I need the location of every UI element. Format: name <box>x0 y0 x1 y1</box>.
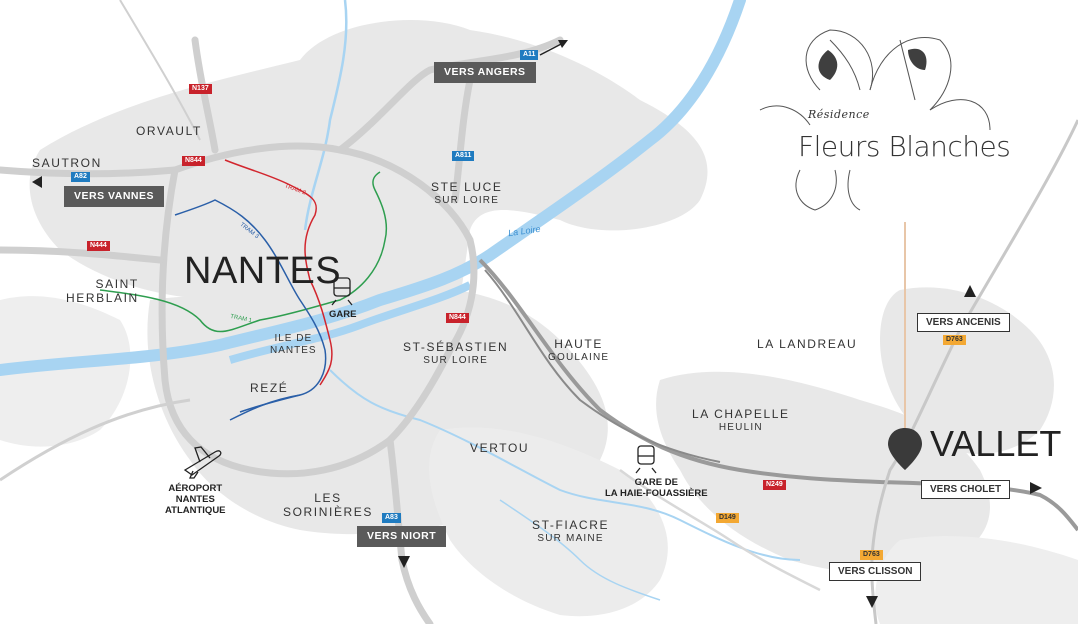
poi-gare-haie-fouassiere-line2: LA HAIE-FOUASSIÈRE <box>605 488 708 499</box>
flower-petal-fill <box>818 48 927 80</box>
town-saint-herblain-line2: HERBLAIN <box>66 291 139 305</box>
town-orvault: ORVAULT <box>136 124 202 138</box>
arrow-vannes-head <box>32 176 42 188</box>
road-d149 <box>619 468 821 592</box>
railway <box>484 269 721 463</box>
arrow-ancenis-head <box>964 285 976 297</box>
river-erdre <box>303 0 348 231</box>
area-ile-de-nantes-line1: ILE DE <box>274 333 313 344</box>
direction-vers-niort: VERS NIORT <box>357 526 447 547</box>
road-badge-d763-south: D763 <box>860 550 883 560</box>
train-icon-gare <box>331 277 353 306</box>
arrow-clisson-head <box>866 596 878 608</box>
town-les-sorinieres-line2: SORINIÈRES <box>283 505 374 519</box>
area-ile-de-nantes: ILE DE NANTES <box>270 333 317 357</box>
arrow-niort-head <box>398 556 410 568</box>
town-ste-luce: STE LUCE SUR LOIRE <box>431 180 502 208</box>
river-loire <box>0 0 746 376</box>
arrow-cholet-head <box>1030 482 1042 494</box>
vallet-pin <box>888 428 922 470</box>
land-area-west <box>0 296 131 447</box>
road-n249 <box>478 258 1078 532</box>
town-ste-luce-name: STE LUCE <box>431 180 503 194</box>
area-ile-de-nantes-line2: NANTES <box>270 345 317 356</box>
town-st-sebastien: ST-SÉBASTIEN SUR LOIRE <box>403 340 508 368</box>
town-saint-herblain-line1: SAINT <box>95 277 139 291</box>
river-maine <box>499 499 661 601</box>
road-badge-n249: N249 <box>763 480 786 490</box>
town-saint-herblain: SAINT HERBLAIN <box>66 277 139 305</box>
road-badge-n137: N137 <box>189 84 212 94</box>
river-sevre <box>329 369 801 561</box>
town-vertou: VERTOU <box>470 441 530 455</box>
town-la-chapelle-sub: HEULIN <box>718 422 763 433</box>
flower-illustration <box>759 29 991 211</box>
land-area-east <box>656 371 990 574</box>
town-haute-goulaine: HAUTE GOULAINE <box>548 337 609 365</box>
airplane-icon <box>183 446 222 479</box>
road-badge-n844-south: N844 <box>446 313 469 323</box>
direction-vers-vannes: VERS VANNES <box>64 186 164 207</box>
town-la-landreau: LA LANDREAU <box>757 337 858 351</box>
tram-line-3-south <box>239 394 301 413</box>
direction-vers-ancenis: VERS ANCENIS <box>917 313 1010 332</box>
town-st-sebastien-sub: SUR LOIRE <box>423 355 488 366</box>
town-st-fiacre-sub: SUR MAINE <box>537 533 604 544</box>
city-vallet: VALLET <box>930 423 1062 464</box>
road-badge-n444: N444 <box>87 241 110 251</box>
direction-vers-cholet: VERS CHOLET <box>921 480 1011 499</box>
poi-airport-line2: NANTES <box>175 494 215 505</box>
poi-airport-line1: AÉROPORT <box>168 483 223 494</box>
tram-line-2 <box>224 159 333 386</box>
town-les-sorinieres: LES SORINIÈRES <box>283 491 373 519</box>
city-nantes: NANTES <box>184 250 342 292</box>
town-st-sebastien-name: ST-SÉBASTIEN <box>403 340 509 354</box>
road-thin-northwest <box>119 0 201 141</box>
road-badge-a11: A11 <box>520 50 539 60</box>
town-st-fiacre-name: ST-FIACRE <box>532 518 610 532</box>
land-area-south <box>429 427 668 617</box>
direction-vers-clisson: VERS CLISSON <box>829 562 922 581</box>
poi-gare: GARE <box>329 309 357 320</box>
road-n444 <box>0 246 164 264</box>
town-ste-luce-sub: SUR LOIRE <box>434 195 500 206</box>
direction-vers-angers: VERS ANGERS <box>434 62 536 83</box>
road-network <box>0 36 564 624</box>
road-thin-west <box>0 398 191 482</box>
town-haute-goulaine-name: HAUTE <box>554 337 603 351</box>
town-sautron: SAUTRON <box>32 156 102 170</box>
road-n137 <box>191 36 219 154</box>
river-loire-south-arm <box>228 281 472 364</box>
poi-airport-line3: ATLANTIQUE <box>165 505 226 516</box>
road-a811 <box>451 76 474 204</box>
town-la-chapelle-heulin: LA CHAPELLE HEULIN <box>692 407 790 435</box>
road-badge-a82: A82 <box>71 172 90 182</box>
town-la-chapelle-name: LA CHAPELLE <box>692 407 790 421</box>
poi-airport: AÉROPORT NANTES ATLANTIQUE <box>165 483 226 516</box>
town-les-sorinieres-line1: LES <box>314 491 342 505</box>
poi-gare-haie-fouassiere: GARE DE LA HAIE-FOUASSIÈRE <box>605 477 708 499</box>
town-haute-goulaine-sub: GOULAINE <box>548 352 610 363</box>
brand-name: Fleurs Blanches <box>798 130 1011 163</box>
road-badge-d149: D149 <box>716 513 739 523</box>
brand-small-text: Résidence <box>808 108 870 121</box>
arrow-angers-head <box>558 40 568 48</box>
land-area-north <box>29 20 708 317</box>
tram-line-1 <box>99 171 387 333</box>
town-st-fiacre: ST-FIACRE SUR MAINE <box>532 518 609 546</box>
town-reze: REZÉ <box>250 381 289 395</box>
train-icon-haie-fouassiere <box>635 445 657 474</box>
poi-gare-haie-fouassiere-line1: GARE DE <box>634 477 678 488</box>
road-badge-d763-north: D763 <box>943 335 966 345</box>
road-badge-n844-north: N844 <box>182 156 205 166</box>
road-badge-a83: A83 <box>382 513 401 523</box>
road-badge-a811: A811 <box>452 151 475 161</box>
land-area-far-southeast <box>875 536 1078 624</box>
